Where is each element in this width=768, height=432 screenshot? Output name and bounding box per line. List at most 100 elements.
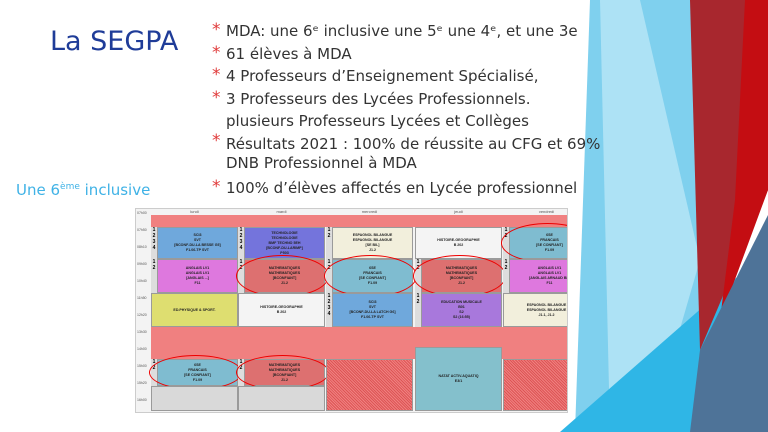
course-text: ANGLAIS LV1 xyxy=(185,266,210,270)
course-text: ESPAGNOL BILANGUE xyxy=(352,238,393,242)
course-text: S2 xyxy=(459,310,464,314)
course-text: J1.2 xyxy=(369,248,376,252)
course-text: ED.PHYSIQUE & SPORT. xyxy=(173,307,216,312)
group-numbers: 1 2 3 4 xyxy=(326,293,332,327)
asterisk-icon: * xyxy=(212,130,221,151)
bullet-item: * 61 élèves à MDA xyxy=(212,42,352,63)
bullet-item: *100% d’élèves affectés en Lycée profess… xyxy=(212,176,578,197)
course-cell: ED.PHYSIQUE & SPORT. xyxy=(151,293,238,327)
slide-title: La SEGPA xyxy=(50,26,179,57)
course-text: ANGLAIS LV1 xyxy=(185,271,210,275)
course-text: B 202 xyxy=(276,310,287,314)
course-text: TECHNOLOGIE xyxy=(271,235,298,240)
course-text: F11 xyxy=(194,281,201,285)
bullet-item: * 4 Professeurs d’Enseignement Spécialis… xyxy=(212,65,539,85)
course-text: [BCONF-DU-LA LATCH G6] xyxy=(349,310,396,314)
asterisk-icon: * xyxy=(212,42,221,63)
bullet-item: *Résultats 2021 : 100% de réussite au CF… xyxy=(212,130,601,172)
group-numbers: 1 2 3 4 xyxy=(151,227,157,259)
group-numbers: 1 2 xyxy=(151,259,157,293)
course-text: HISTOIRE-GEOGRAPHIE xyxy=(260,305,303,309)
morning-band xyxy=(151,215,567,227)
course-text: [BCONF-DU-LARIMP] xyxy=(266,245,303,250)
timetable-screenshot: lundi mardi mercredi jeudi vendredi 07h00 07h5… xyxy=(135,208,568,413)
course-text: HISTOIRE-GEOGRAPHIE xyxy=(437,238,480,242)
course-text: F11 xyxy=(546,281,553,285)
course-text: P503 xyxy=(280,250,289,255)
bullet-item: * 3 Professeurs des Lycées Professionnel… xyxy=(212,87,531,108)
day-header: lundi xyxy=(190,209,199,214)
course-text: SVT xyxy=(194,238,201,242)
time-label: 13h30 xyxy=(137,330,147,334)
course-text: B 202 xyxy=(453,243,464,247)
course-text: ESPAGNOL BILANGUE xyxy=(526,307,567,312)
day-header: vendredi xyxy=(538,209,555,214)
highlight-ellipse xyxy=(236,355,329,390)
time-label: 12h20 xyxy=(137,313,147,317)
course-text: ANGLAIS LV1 xyxy=(537,271,562,275)
day-header: mardi xyxy=(276,209,287,214)
course-text: ANGLAIS LV1 xyxy=(537,266,562,270)
group-numbers: 1 2 xyxy=(503,259,509,293)
highlight-ellipse xyxy=(236,255,329,297)
time-label: 09h00 xyxy=(137,262,147,266)
course-text: S2 (16:55) xyxy=(453,315,470,319)
course-text: [ANGLAIS ARNAUD BL] xyxy=(529,276,568,280)
course-text: BMF TECHNO 5EH xyxy=(268,240,301,245)
bullet-item: plusieurs Professeurs Lycées et Collèges xyxy=(226,112,529,130)
course-text: ESPAGNOL BILANGUE xyxy=(526,302,567,307)
time-label: 14h00 xyxy=(137,347,147,351)
course-text: TECHNOLOGIE xyxy=(271,230,298,235)
course-text: F1.06-TP SVT xyxy=(186,248,209,252)
highlight-ellipse xyxy=(149,355,242,390)
time-label: 07h00 xyxy=(137,211,147,215)
course-text: EDUCATION MUSICALE xyxy=(441,300,482,304)
group-numbers: 1 2 xyxy=(415,293,421,327)
day-header: mercredi xyxy=(361,209,378,214)
asterisk-icon: * xyxy=(212,20,221,40)
bullet-item: *MDA: une 6ᵉ inclusive une 5ᵉ une 4ᵉ, et… xyxy=(212,20,578,40)
course-text: E3/1 xyxy=(454,379,463,383)
asterisk-icon: * xyxy=(212,87,221,108)
time-label: 15h00 xyxy=(137,364,147,368)
highlight-ellipse xyxy=(324,255,417,297)
course-text: [SE BIL] xyxy=(365,243,380,247)
group-numbers: 1 2 xyxy=(326,227,332,259)
asterisk-icon: * xyxy=(212,176,221,197)
course-text: F1.06-TP SVT xyxy=(361,315,384,319)
day-header: jeudi xyxy=(454,209,463,214)
course-text: J1.1, J1.2 xyxy=(538,312,555,317)
slide-subtitle: Une 6ème inclusive xyxy=(16,181,151,199)
course-cell xyxy=(326,359,413,411)
asterisk-icon: * xyxy=(212,65,221,85)
course-cell xyxy=(238,386,325,411)
course-cell xyxy=(503,359,567,411)
time-label: 07h50 xyxy=(137,228,147,232)
group-numbers: 1 2 3 4 xyxy=(238,227,244,259)
time-label: 08h10 xyxy=(137,245,147,249)
course-text: B01 xyxy=(458,305,465,309)
course-text: ESPAGNOL BILANGUE xyxy=(352,233,393,237)
time-label: 10h40 xyxy=(137,279,147,283)
course-cell xyxy=(151,386,238,411)
highlight-ellipse xyxy=(413,255,506,297)
course-text: SCI3 xyxy=(193,233,202,237)
course-text: NATAT ACTIV.AQUATIQ xyxy=(438,374,479,378)
time-label: 15h20 xyxy=(137,381,147,385)
course-text: SVT xyxy=(369,305,376,309)
lunch-band xyxy=(151,327,567,359)
course-text: [ANGLAIS ...] xyxy=(186,276,209,280)
time-label: 11h50 xyxy=(137,296,147,300)
